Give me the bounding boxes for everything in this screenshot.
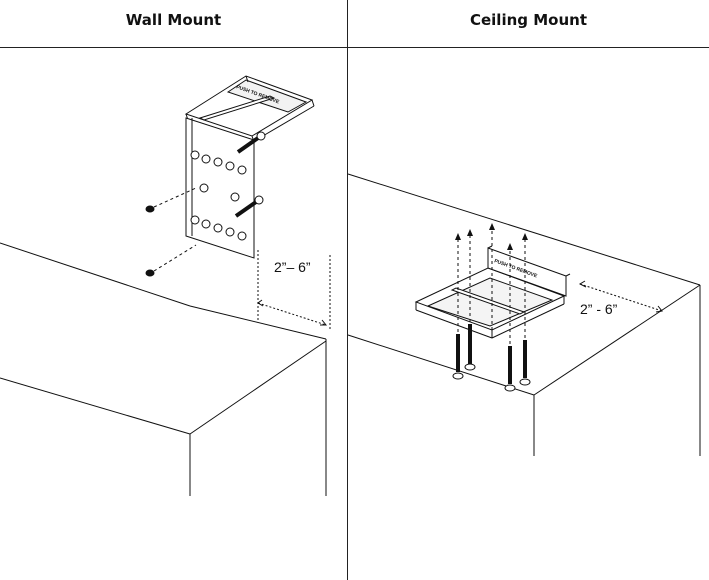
- wall-dim-arrow-left: [257, 299, 264, 307]
- ceiling-screw-1: [452, 334, 464, 380]
- ceiling-screw-3: [504, 346, 516, 392]
- ceiling-dim-arrow-left: [578, 280, 587, 288]
- header-divider: [0, 47, 709, 48]
- ceiling-screw-4: [519, 340, 531, 386]
- wall-dimension-guide: [257, 250, 331, 330]
- ceiling-screw-2: [464, 324, 476, 371]
- column-divider: [347, 0, 348, 580]
- wall-screw-middle: [234, 195, 264, 218]
- ceiling-direction-arrows: [457, 228, 526, 344]
- wall-dim-arrow-right: [320, 319, 328, 326]
- wall-l-bracket: [184, 75, 315, 259]
- wall-anchor-bottom: [145, 244, 197, 277]
- ceiling-arrow-heads: [455, 223, 528, 250]
- ceiling-l-bracket: [414, 245, 571, 339]
- wall-screw-top: [236, 131, 266, 154]
- wall-dimension-label: 2”– 6”: [274, 259, 311, 275]
- wall-cabinet: [0, 242, 327, 496]
- ceiling-mount-heading: Ceiling Mount: [469, 11, 587, 29]
- ceiling-dim-arrow-right: [655, 305, 663, 313]
- wall-bracket-holes: [190, 150, 247, 241]
- wall-mount-heading: Wall Mount: [125, 11, 222, 29]
- ceiling-dimension-label: 2” - 6”: [580, 301, 618, 317]
- wall-anchor-top: [145, 187, 197, 213]
- ceiling-cabinet: [347, 173, 701, 456]
